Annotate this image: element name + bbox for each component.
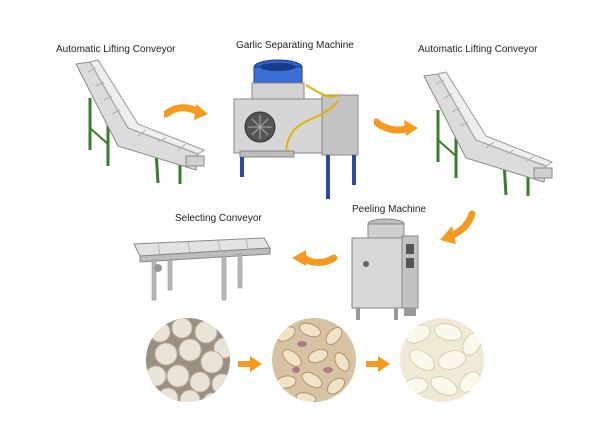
garlic-bulbs-image: [146, 318, 230, 402]
curved-arrow-icon: [290, 246, 338, 270]
lifting-conveyor-1: [68, 58, 208, 188]
peeling-machine: [346, 214, 426, 324]
right-arrow-icon: [238, 356, 262, 372]
garlic-separating-machine: [226, 55, 366, 203]
label-lifting-conveyor-1: Automatic Lifting Conveyor: [56, 44, 176, 55]
garlic-cloves-image: [272, 318, 356, 402]
label-lifting-conveyor-2: Automatic Lifting Conveyor: [418, 44, 538, 55]
label-garlic-separating-machine: Garlic Separating Machine: [236, 40, 354, 51]
curved-arrow-icon: [164, 100, 210, 124]
lifting-conveyor-2: [416, 70, 556, 200]
peeled-garlic-image: [400, 318, 484, 402]
label-selecting-conveyor: Selecting Conveyor: [175, 213, 262, 224]
label-peeling-machine: Peeling Machine: [352, 204, 426, 215]
right-arrow-icon: [366, 356, 390, 372]
selecting-conveyor: [128, 234, 274, 304]
curved-arrow-icon: [438, 210, 478, 246]
curved-arrow-icon: [374, 114, 420, 140]
